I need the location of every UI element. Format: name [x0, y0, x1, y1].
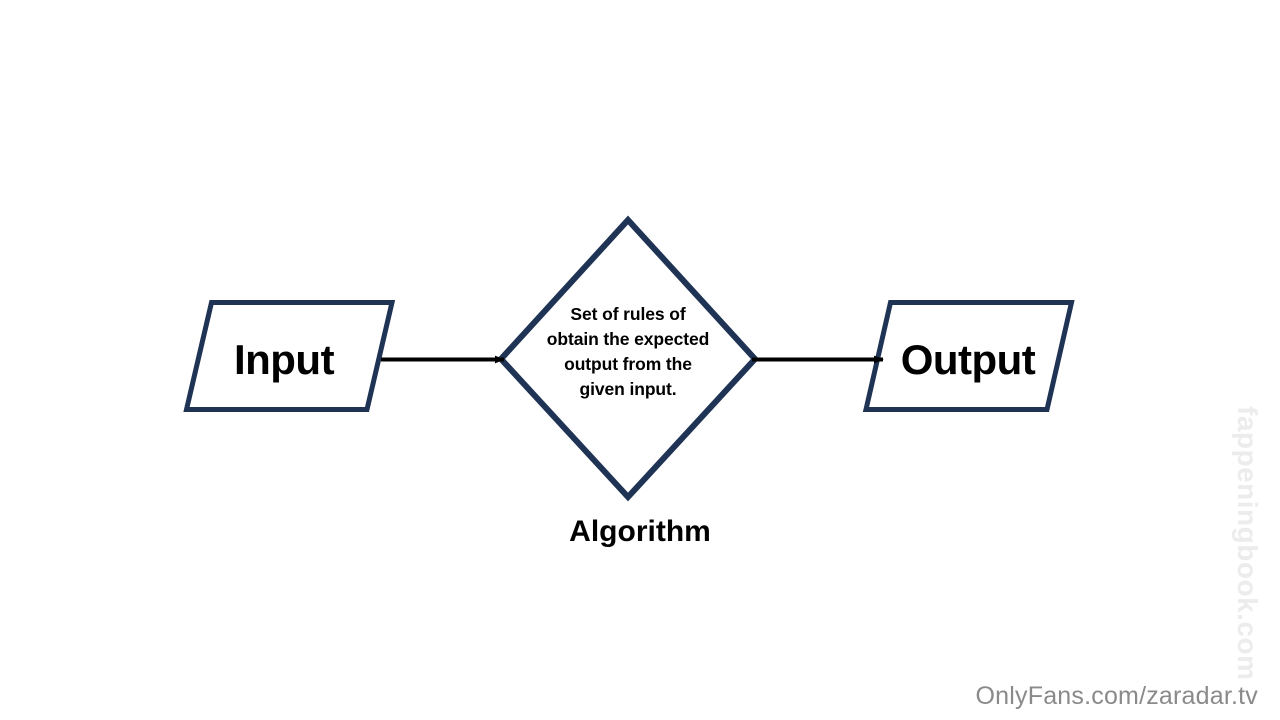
algorithm-caption: Algorithm: [569, 515, 711, 548]
algorithm-description-line-1: Set of rules of: [570, 304, 686, 324]
output-label: Output: [900, 336, 1036, 383]
input-shape[interactable]: [183, 300, 396, 412]
watermark-side-text: fappeningbook.com: [1232, 406, 1263, 681]
algorithm-description-line-2: obtain the expected: [546, 329, 710, 349]
input-label: Input: [233, 336, 335, 383]
output-shape[interactable]: [862, 300, 1075, 412]
watermark-bottom-text: OnlyFans.com/zaradar.tv: [975, 682, 1258, 710]
algorithm-shape[interactable]: [496, 215, 760, 502]
algorithm-description: Set of rules of obtain the expected outp…: [498, 302, 758, 402]
algorithm-description-line-3: output from the: [564, 354, 692, 374]
algorithm-description-line-4: given input.: [579, 379, 677, 399]
